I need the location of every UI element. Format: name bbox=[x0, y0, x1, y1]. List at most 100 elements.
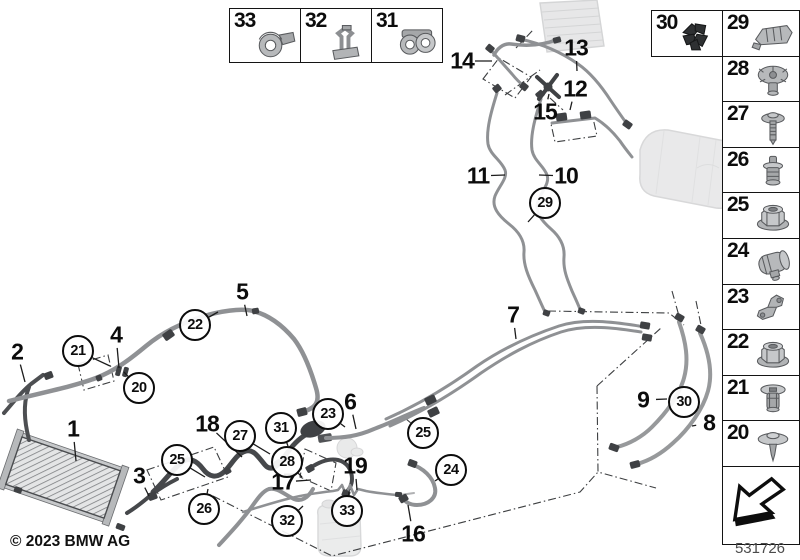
pipe-12 bbox=[550, 116, 634, 159]
callout-circled-28[interactable]: 28 bbox=[271, 446, 303, 478]
callout-circled-29[interactable]: 29 bbox=[529, 187, 561, 219]
callout-circled-23[interactable]: 23 bbox=[312, 398, 344, 430]
callout-10[interactable]: 10 bbox=[554, 162, 579, 189]
callout-12[interactable]: 12 bbox=[563, 75, 588, 102]
hose-clamp-icon bbox=[758, 249, 790, 281]
part-number: 28 bbox=[727, 56, 749, 80]
callout-7[interactable]: 7 bbox=[507, 301, 520, 328]
hose-hx-wrap bbox=[492, 38, 558, 57]
part-box-21[interactable]: 21 bbox=[723, 374, 799, 421]
part-number: 27 bbox=[727, 102, 749, 126]
callout-circled-24[interactable]: 24 bbox=[435, 454, 467, 486]
part-number: 30 bbox=[656, 11, 678, 34]
diagram-number: 531726 bbox=[734, 540, 786, 557]
part-box-32[interactable]: 32 bbox=[301, 8, 372, 63]
callout-circled-32[interactable]: 32 bbox=[271, 505, 303, 537]
pipe-11 bbox=[486, 91, 548, 316]
flange-nut-icon bbox=[756, 204, 790, 231]
hose-4-5 bbox=[6, 307, 320, 415]
hose-near-32 bbox=[217, 486, 315, 547]
callout-circled-22[interactable]: 22 bbox=[179, 309, 211, 341]
flange-nut-icon bbox=[756, 341, 790, 368]
back-arrow-icon bbox=[732, 476, 786, 527]
part-number: 33 bbox=[234, 9, 256, 32]
part-box-25[interactable]: 25 bbox=[723, 192, 799, 238]
callout-11[interactable]: 11 bbox=[466, 162, 490, 189]
part-box-30[interactable]: 30 bbox=[651, 10, 724, 57]
callout-6[interactable]: 6 bbox=[344, 388, 357, 415]
callout-circled-20[interactable]: 20 bbox=[123, 372, 155, 404]
callout-circled-33[interactable]: 33 bbox=[331, 495, 363, 527]
pipe-7a bbox=[388, 325, 643, 428]
pipe-19-tail bbox=[399, 492, 415, 496]
hose-9 bbox=[615, 320, 689, 449]
callout-19[interactable]: 19 bbox=[343, 452, 368, 479]
part-box-24[interactable]: 24 bbox=[723, 237, 799, 284]
screw-washer-icon bbox=[761, 111, 785, 146]
part-number: 26 bbox=[727, 147, 749, 171]
nav-back-arrow[interactable] bbox=[723, 465, 799, 544]
washer-screw-icon bbox=[757, 431, 789, 463]
callout-3[interactable]: 3 bbox=[133, 462, 146, 489]
part-box-33[interactable]: 33 bbox=[229, 8, 301, 63]
spring-clamp-icon bbox=[332, 25, 360, 60]
hose-2 bbox=[2, 373, 45, 415]
black-clip-icon bbox=[682, 23, 709, 51]
part-number: 22 bbox=[727, 330, 749, 354]
callout-15[interactable]: 15 bbox=[533, 98, 558, 125]
pipe-19 bbox=[241, 483, 398, 514]
callout-circled-25[interactable]: 25 bbox=[161, 444, 193, 476]
callout-16[interactable]: 16 bbox=[401, 520, 426, 547]
callout-14[interactable]: 14 bbox=[450, 47, 475, 74]
callout-18[interactable]: 18 bbox=[195, 410, 220, 437]
callout-circled-31[interactable]: 31 bbox=[265, 412, 297, 444]
part-number: 24 bbox=[727, 238, 749, 262]
callout-4[interactable]: 4 bbox=[110, 321, 123, 348]
hose-6 bbox=[324, 406, 426, 440]
pipe-7b bbox=[384, 319, 641, 421]
blind-rivet-icon bbox=[762, 156, 784, 186]
callout-circled-25[interactable]: 25 bbox=[407, 417, 439, 449]
part-number: 29 bbox=[727, 11, 749, 34]
hose-16 bbox=[401, 462, 438, 507]
callout-8[interactable]: 8 bbox=[703, 409, 716, 436]
holder-clip-icon bbox=[258, 31, 296, 58]
callout-circled-30[interactable]: 30 bbox=[668, 386, 700, 418]
fittings bbox=[13, 34, 706, 531]
part-number: 20 bbox=[727, 421, 749, 445]
washer-plug-icon bbox=[757, 65, 789, 97]
part-box-29[interactable]: 29 bbox=[723, 11, 799, 56]
callout-circled-26[interactable]: 26 bbox=[188, 493, 220, 525]
part-box-28[interactable]: 28 bbox=[723, 55, 799, 102]
part-number: 31 bbox=[376, 9, 398, 32]
ghost-fitting bbox=[336, 437, 364, 459]
part-box-26[interactable]: 26 bbox=[723, 146, 799, 193]
leader-lines bbox=[19, 60, 697, 522]
double-pipe-clamp-icon bbox=[399, 29, 436, 55]
part-number: 23 bbox=[727, 284, 749, 308]
part-box-23[interactable]: 23 bbox=[723, 283, 799, 330]
callout-5[interactable]: 5 bbox=[236, 278, 249, 305]
part-number: 25 bbox=[727, 193, 749, 217]
part-box-31[interactable]: 31 bbox=[372, 8, 443, 63]
hose-8 bbox=[635, 331, 713, 466]
callout-13[interactable]: 13 bbox=[564, 34, 589, 61]
callout-1[interactable]: 1 bbox=[67, 415, 80, 442]
expanding-nut-icon bbox=[760, 384, 786, 413]
part-box-20[interactable]: 20 bbox=[723, 420, 799, 466]
copyright-text: © 2023 BMW AG bbox=[10, 533, 131, 550]
part-box-22[interactable]: 22 bbox=[723, 329, 799, 375]
callout-circled-21[interactable]: 21 bbox=[62, 335, 94, 367]
part-box-27[interactable]: 27 bbox=[723, 101, 799, 147]
phantom-lines bbox=[77, 29, 703, 557]
line-clamp-icon bbox=[751, 24, 793, 51]
callout-9[interactable]: 9 bbox=[637, 386, 650, 413]
radiator bbox=[0, 428, 130, 527]
callout-circled-27[interactable]: 27 bbox=[224, 420, 256, 452]
hose-2-branch bbox=[22, 385, 31, 442]
callout-2[interactable]: 2 bbox=[11, 338, 24, 365]
part-number: 21 bbox=[727, 375, 749, 399]
